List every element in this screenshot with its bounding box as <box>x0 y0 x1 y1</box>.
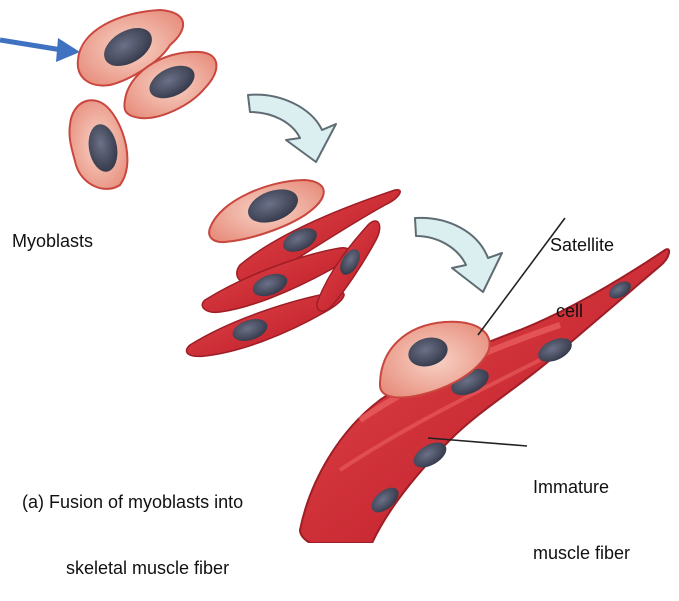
process-arrow-2 <box>415 218 502 292</box>
figure-caption: (a) Fusion of myoblasts into skeletal mu… <box>22 447 243 601</box>
satellite-label-line1: Satellite <box>550 234 614 256</box>
caption-line1: (a) Fusion of myoblasts into <box>22 491 243 513</box>
pointer-arrow <box>0 38 80 62</box>
immature-fiber-label: Immature muscle fiber <box>533 432 630 586</box>
satellite-label-line2: cell <box>550 300 614 322</box>
myoblast-cells <box>69 10 216 189</box>
satellite-cell-label: Satellite cell <box>550 190 614 344</box>
immature-label-line1: Immature <box>533 476 630 498</box>
process-arrow-1 <box>248 95 336 162</box>
caption-line2: skeletal muscle fiber <box>22 557 243 579</box>
myoblast-fusion-diagram: Myoblasts Satellite cell Immature muscle… <box>0 0 679 543</box>
fusing-myoblasts <box>186 180 400 356</box>
immature-label-line2: muscle fiber <box>533 542 630 564</box>
myoblasts-label: Myoblasts <box>12 230 93 252</box>
